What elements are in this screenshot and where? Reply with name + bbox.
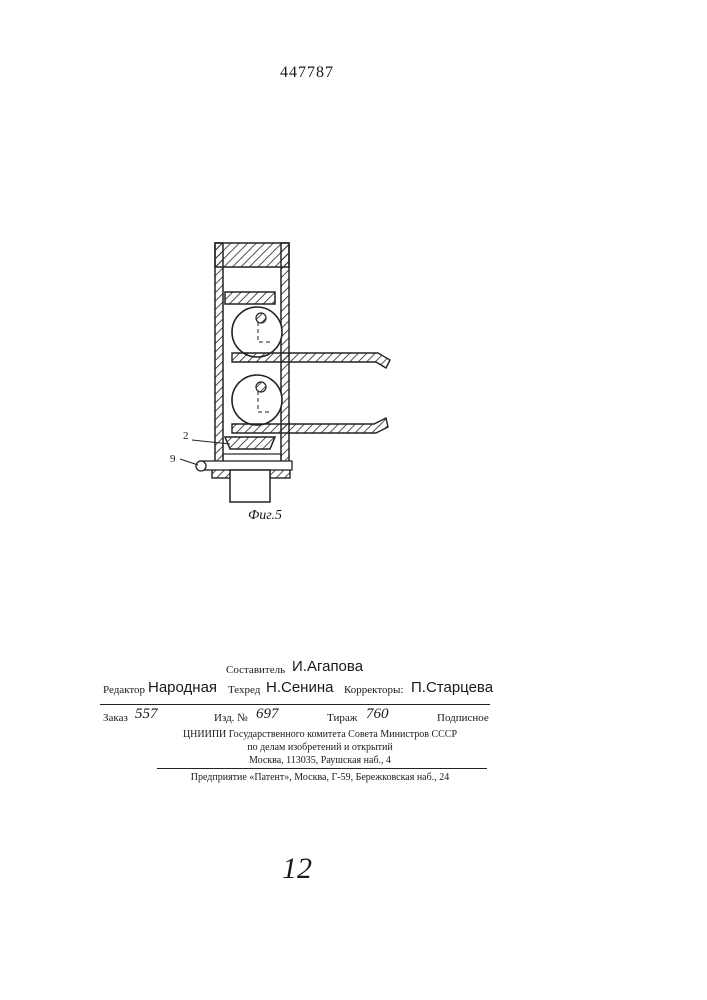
editor-name: Народная bbox=[148, 679, 217, 696]
techred-name: Н.Сенина bbox=[266, 679, 333, 696]
tirazh-label: Тираж bbox=[327, 712, 357, 724]
order-label: Заказ bbox=[103, 712, 128, 724]
techred-label: Техред bbox=[228, 684, 260, 696]
divider-top bbox=[100, 704, 490, 705]
upper-rod bbox=[232, 353, 390, 368]
compiler-label: Составитель bbox=[226, 664, 285, 676]
lower-roller bbox=[232, 375, 282, 425]
compiler-name: И.Агапова bbox=[292, 658, 363, 675]
base-stem bbox=[230, 470, 270, 502]
proofreaders-label: Корректоры: bbox=[344, 684, 403, 696]
imprint-line-3: Москва, 113035, Раушская наб., 4 bbox=[150, 755, 490, 766]
upper-jaw bbox=[225, 292, 275, 304]
patent-number: 447787 bbox=[280, 64, 334, 82]
tirazh-value: 760 bbox=[366, 706, 389, 723]
subscription-label: Подписное bbox=[437, 712, 489, 724]
housing-top-block bbox=[215, 243, 289, 267]
imprint-line-1: ЦНИИПИ Государственного комитета Совета … bbox=[150, 729, 490, 740]
izd-value: 697 bbox=[256, 706, 279, 723]
housing-left-wall bbox=[215, 243, 223, 468]
imprint-line-2: по делам изобретений и открытий bbox=[150, 742, 490, 753]
figure-caption: Фиг.5 bbox=[248, 508, 282, 524]
page-mark: 12 bbox=[282, 852, 312, 886]
order-value: 557 bbox=[135, 706, 158, 723]
figure-5-drawing bbox=[150, 230, 410, 510]
part-label-2: 2 bbox=[183, 430, 189, 442]
upper-roller-axle bbox=[256, 313, 266, 323]
editor-label: Редактор bbox=[103, 684, 145, 696]
part-label-9: 9 bbox=[170, 453, 176, 465]
lower-roller-axle bbox=[256, 382, 266, 392]
izd-label: Изд. № bbox=[214, 712, 248, 724]
divider-bottom bbox=[157, 768, 487, 769]
printer-line: Предприятие «Патент», Москва, Г-59, Бере… bbox=[140, 772, 500, 783]
lower-jaw bbox=[225, 437, 275, 449]
pin-9 bbox=[200, 461, 292, 470]
proofreaders-name: П.Старцева bbox=[411, 679, 493, 696]
